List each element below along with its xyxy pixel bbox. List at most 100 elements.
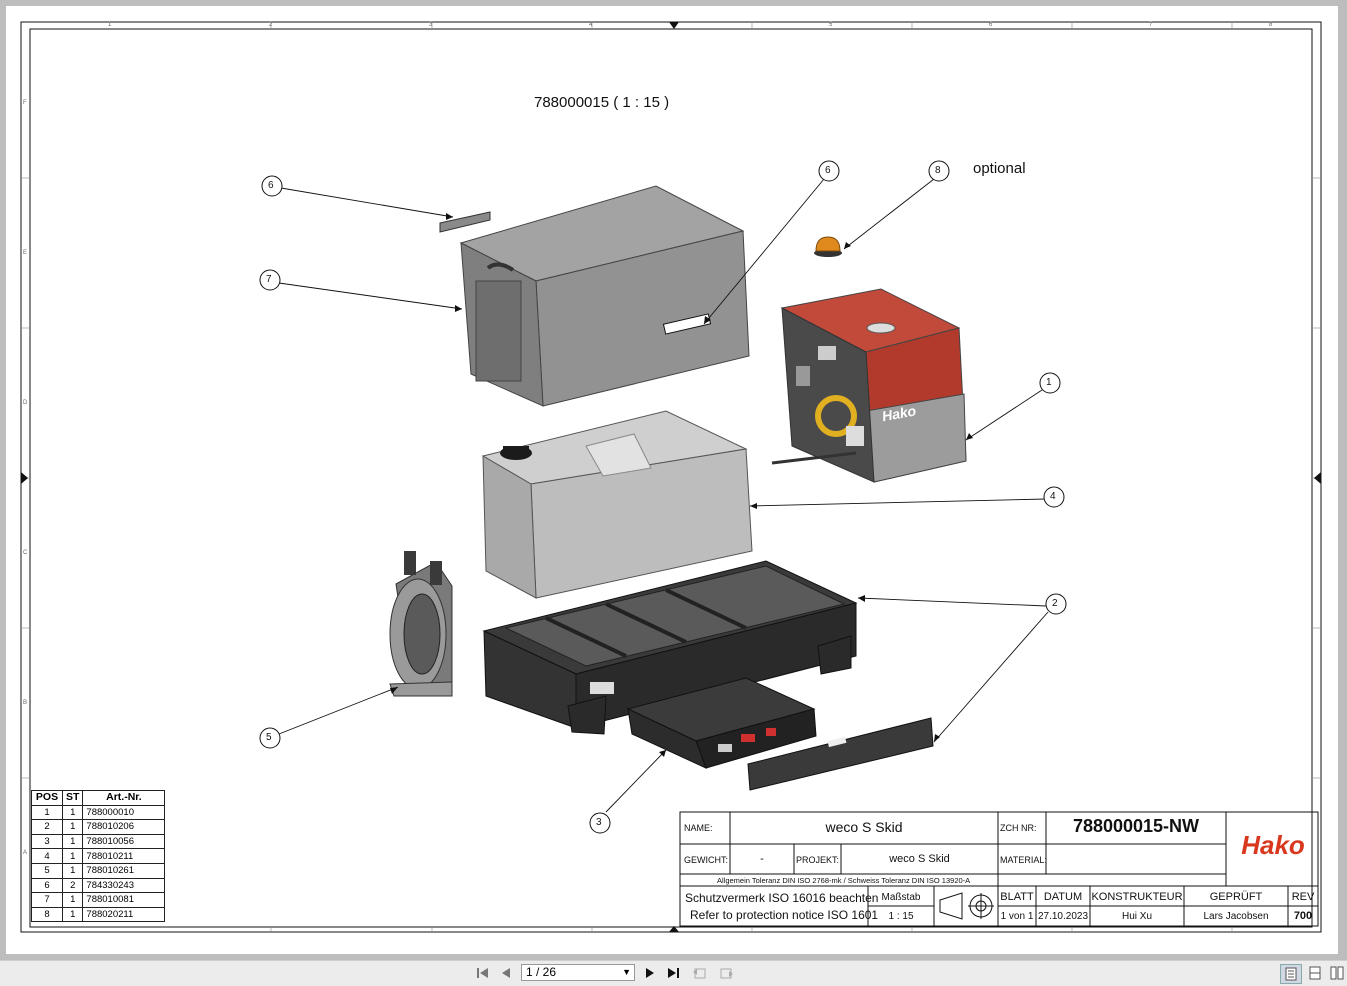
balloon-number: 8 bbox=[935, 165, 941, 176]
tolerance-note: Allgemein Toleranz DIN ISO 2768-mk / Sch… bbox=[717, 876, 971, 885]
st-cell: 1 bbox=[61, 819, 84, 835]
rev-value: 700 bbox=[1293, 910, 1313, 922]
zone-mark: 6 bbox=[989, 22, 993, 28]
zone-mark: 2 bbox=[269, 22, 273, 28]
last-page-button[interactable] bbox=[664, 964, 682, 982]
battery-box bbox=[626, 677, 817, 769]
pdf-toolbar: 1 / 26 ▼ bbox=[0, 960, 1347, 986]
konstrukteur-value: Hui Xu bbox=[1121, 911, 1152, 922]
pos-cell: 8 bbox=[31, 906, 63, 923]
art-nr-cell: 788010261 bbox=[82, 862, 166, 879]
previous-page-button[interactable] bbox=[498, 964, 514, 982]
page-number-field[interactable]: 1 / 26 ▼ bbox=[521, 964, 635, 981]
zone-mark: A bbox=[23, 850, 28, 856]
geprueft-value: Lars Jacobsen bbox=[1203, 911, 1269, 922]
go-back-view-button[interactable] bbox=[690, 964, 710, 982]
datum-label: DATUM bbox=[1043, 891, 1083, 903]
first-page-icon bbox=[477, 968, 488, 978]
protection-notice-en: Refer to protection notice ISO 1601 bbox=[690, 908, 879, 922]
previous-page-icon bbox=[502, 968, 510, 978]
blatt-label: BLATT bbox=[1000, 891, 1034, 903]
cover-housing bbox=[459, 185, 750, 407]
two-page-view-button[interactable] bbox=[1328, 964, 1346, 982]
art-nr-cell: 788000010 bbox=[82, 804, 166, 821]
go-forward-view-button[interactable] bbox=[716, 964, 736, 982]
zone-mark: 3 bbox=[429, 22, 433, 28]
water-tank bbox=[481, 410, 753, 599]
geprueft-label: GEPRÜFT bbox=[1209, 891, 1263, 903]
name-label: NAME: bbox=[684, 823, 713, 833]
pos-cell: 7 bbox=[31, 892, 63, 908]
svg-text:Hako: Hako bbox=[881, 402, 918, 424]
parts-list-header: POS ST Art.-Nr. bbox=[31, 790, 166, 806]
column-header-art-nr: Art.-Nr. bbox=[82, 790, 166, 806]
pos-cell: 2 bbox=[31, 819, 63, 835]
back-view-icon bbox=[693, 968, 706, 979]
balloon-number: 6 bbox=[825, 165, 831, 176]
drawing-sheet: Hako bbox=[6, 6, 1338, 954]
optional-note: optional bbox=[973, 160, 1026, 177]
balloon-number: 1 bbox=[1046, 377, 1052, 388]
zone-mark: B bbox=[23, 700, 28, 706]
datum-value: 27.10.2023 bbox=[1037, 911, 1089, 922]
blatt-value: 1 von 1 bbox=[1000, 911, 1034, 922]
pos-cell: 3 bbox=[31, 833, 63, 850]
zone-mark: F bbox=[23, 100, 27, 106]
protection-notice-de: Schutzvermerk ISO 16016 beachten bbox=[685, 891, 879, 905]
single-page-icon bbox=[1285, 967, 1297, 981]
art-nr-cell: 788010081 bbox=[82, 892, 166, 908]
dropdown-caret-icon[interactable]: ▼ bbox=[622, 967, 631, 977]
material-label: MATERIAL: bbox=[1000, 855, 1047, 865]
projekt-label: PROJEKT: bbox=[796, 855, 840, 865]
single-page-view-button[interactable] bbox=[1280, 964, 1302, 984]
continuous-page-icon bbox=[1309, 966, 1321, 980]
balloon-number: 4 bbox=[1050, 491, 1056, 502]
next-page-button[interactable] bbox=[642, 964, 658, 982]
drawing-graphics: Hako bbox=[20, 21, 1322, 933]
skid-frame bbox=[482, 560, 858, 735]
konstrukteur-label: KONSTRUKTEUR bbox=[1091, 891, 1183, 903]
st-cell: 1 bbox=[61, 833, 84, 850]
column-header-pos: POS bbox=[31, 790, 63, 806]
zone-mark: E bbox=[23, 250, 28, 256]
next-page-icon bbox=[646, 968, 654, 978]
art-nr-cell: 788020211 bbox=[82, 906, 166, 923]
two-page-icon bbox=[1330, 966, 1344, 980]
column-header-st: ST bbox=[61, 790, 84, 806]
zone-mark: 8 bbox=[1269, 22, 1273, 28]
st-cell: 1 bbox=[61, 906, 84, 923]
art-nr-cell: 784330243 bbox=[82, 877, 166, 894]
zone-mark: D bbox=[23, 400, 28, 406]
massstab-label: Maßstab bbox=[881, 892, 921, 903]
zone-mark: C bbox=[23, 550, 28, 556]
massstab-value: 1 : 15 bbox=[888, 911, 914, 922]
first-page-button[interactable] bbox=[474, 964, 492, 982]
last-page-icon bbox=[668, 968, 679, 978]
zone-mark: 4 bbox=[589, 22, 593, 28]
balloon-number: 6 bbox=[268, 180, 274, 191]
gewicht-value: - bbox=[760, 853, 764, 865]
continuous-view-button[interactable] bbox=[1306, 964, 1324, 982]
balloon-number: 3 bbox=[596, 817, 602, 828]
generator-unit: Hako bbox=[771, 288, 967, 483]
st-cell: 1 bbox=[61, 892, 84, 908]
pos-cell: 6 bbox=[31, 877, 63, 894]
zone-mark: 1 bbox=[108, 22, 112, 28]
hako-logo: Hako bbox=[1241, 830, 1305, 860]
st-cell: 1 bbox=[61, 804, 84, 821]
projection-symbol bbox=[939, 892, 994, 920]
art-nr-cell: 788010206 bbox=[82, 819, 166, 835]
st-cell: 1 bbox=[61, 848, 84, 864]
pos-cell: 4 bbox=[31, 848, 63, 864]
st-cell: 1 bbox=[61, 862, 84, 879]
pos-cell: 5 bbox=[31, 862, 63, 879]
forward-view-icon bbox=[720, 968, 733, 979]
art-nr-cell: 788010056 bbox=[82, 833, 166, 850]
